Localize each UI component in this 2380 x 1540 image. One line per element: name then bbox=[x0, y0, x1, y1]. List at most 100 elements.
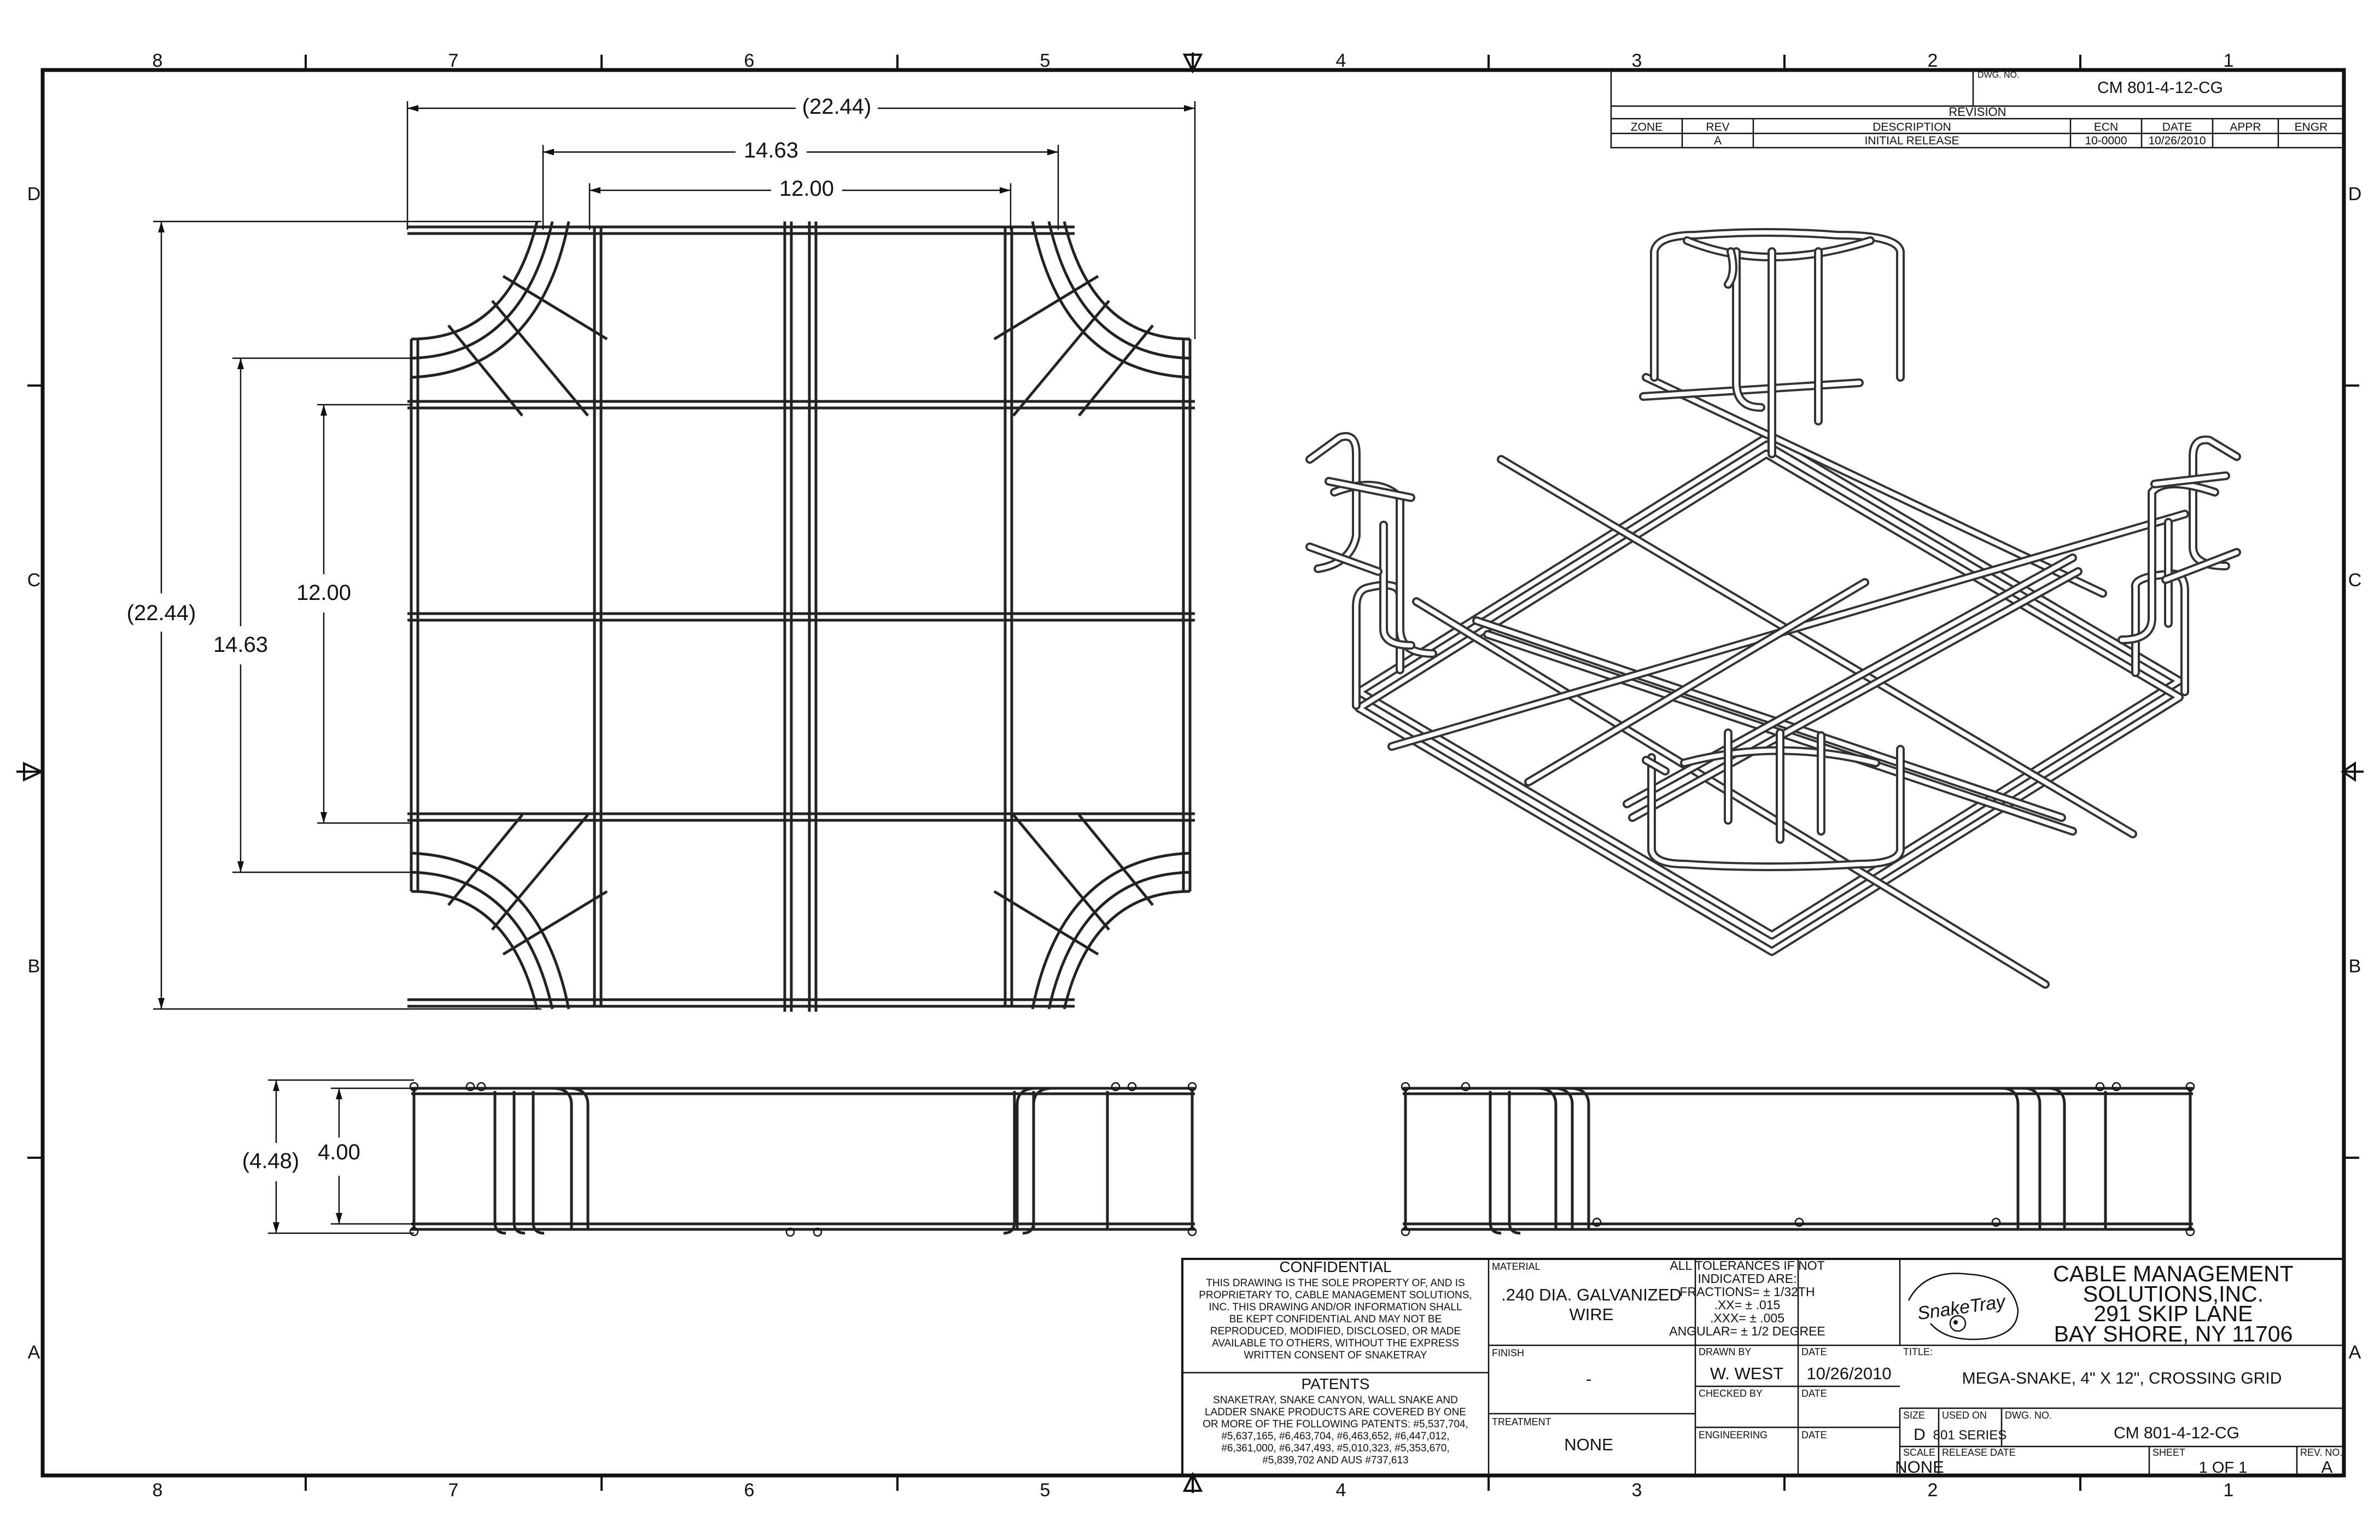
side-view-left: (4.48) 4.00 bbox=[242, 1079, 1197, 1237]
tolerance-line: .XX= ± .015 bbox=[1714, 1298, 1781, 1312]
dim-mid-height: 14.63 bbox=[213, 633, 268, 657]
dim-mid-width: 14.63 bbox=[744, 138, 798, 162]
zone-col-label: 6 bbox=[744, 1480, 755, 1501]
patents-line: OR MORE OF THE FOLLOWING PATENTS: #5,537… bbox=[1203, 1419, 1468, 1430]
confidential-line: INC. THIS DRAWING AND/OR INFORMATION SHA… bbox=[1209, 1302, 1462, 1313]
confidential-line: REPRODUCED, MODIFIED, DISCLOSED, OR MADE bbox=[1210, 1326, 1461, 1337]
tolerance-line: INDICATED ARE: bbox=[1698, 1271, 1796, 1286]
company-line: BAY SHORE, NY 11706 bbox=[2054, 1321, 2293, 1346]
dim-inner-width: 12.00 bbox=[779, 177, 834, 201]
scale-value: NONE bbox=[1895, 1457, 1944, 1477]
zone-col-label: 8 bbox=[153, 1480, 163, 1501]
dwg-no-label: DWG. NO. bbox=[2005, 1410, 2052, 1421]
confidential-line: WRITTEN CONSENT OF SNAKETRAY bbox=[1244, 1350, 1427, 1361]
confidential-line: PROPRIETARY TO, CABLE MANAGEMENT SOLUTIO… bbox=[1199, 1290, 1472, 1301]
release-date-label: RELEASE DATE bbox=[1942, 1447, 2016, 1458]
tolerance-line: ALL TOLERANCES IF NOT bbox=[1670, 1258, 1824, 1273]
zone-col-label: 3 bbox=[1632, 50, 1642, 71]
rev-dwg-no: CM 801-4-12-CG bbox=[2097, 79, 2223, 97]
tolerance-line: ANGULAR= ± 1/2 DEGREE bbox=[1669, 1324, 1825, 1338]
company-line: 291 SKIP LANE bbox=[2094, 1301, 2253, 1326]
dim-inner-height: 12.00 bbox=[296, 581, 351, 605]
zone-row-label: A bbox=[2349, 1342, 2361, 1363]
zone-col-label: 2 bbox=[1928, 1480, 1938, 1501]
size-value: D bbox=[1914, 1426, 1926, 1444]
finish-label: FINISH bbox=[1492, 1348, 1524, 1358]
dwg-no-value: CM 801-4-12-CG bbox=[2114, 1424, 2239, 1442]
drawn-by-label: DRAWN BY bbox=[1699, 1346, 1751, 1357]
zone-col-label: 8 bbox=[153, 50, 163, 71]
tolerances-note: ALL TOLERANCES IF NOT INDICATED ARE: FRA… bbox=[1669, 1258, 1825, 1338]
engineering-label: ENGINEERING bbox=[1699, 1430, 1768, 1440]
used-on-label: USED ON bbox=[1942, 1410, 1987, 1421]
finish-value: - bbox=[1586, 1369, 1591, 1389]
size-label: SIZE bbox=[1903, 1410, 1925, 1421]
zone-labels: 8 7 6 5 4 3 2 1 8 7 6 5 4 3 2 1 D C B A … bbox=[27, 50, 2362, 1501]
top-view: (22.44) 14.63 12.00 (22.44) 14.63 12.00 bbox=[127, 95, 1196, 1012]
company-line: SOLUTIONS,INC. bbox=[2083, 1281, 2264, 1306]
title-block: CONFIDENTIAL THIS DRAWING IS THE SOLE PR… bbox=[1181, 1258, 2345, 1477]
zone-col-label: 6 bbox=[744, 50, 755, 71]
rev-header-rev: REV bbox=[1706, 121, 1729, 133]
zone-col-label: 1 bbox=[2224, 1480, 2234, 1501]
drawn-by: W. WEST bbox=[1710, 1364, 1783, 1383]
zone-col-label: 1 bbox=[2224, 50, 2234, 71]
patents-line: SNAKETRAY, SNAKE CANYON, WALL SNAKE AND bbox=[1213, 1395, 1458, 1406]
rev-header-engr: ENGR bbox=[2295, 121, 2328, 133]
tolerance-line: .XXX= ± .005 bbox=[1710, 1311, 1784, 1325]
confidential-line: BE KEPT CONFIDENTIAL AND MAY NOT BE bbox=[1229, 1314, 1442, 1325]
patents-line: #5,839,702 AND AUS #737,613 bbox=[1262, 1455, 1408, 1466]
rev-cell-rev: A bbox=[1714, 135, 1722, 147]
zone-col-label: 7 bbox=[448, 50, 459, 71]
rev-dwg-no-label: DWG. NO. bbox=[1978, 71, 2019, 80]
dim-overall-width: (22.44) bbox=[802, 95, 872, 119]
rev-header-appr: APPR bbox=[2230, 121, 2261, 133]
rev-no-value: A bbox=[2321, 1457, 2333, 1477]
rev-no-label: REV. NO. bbox=[2300, 1447, 2342, 1458]
material-label: MATERIAL bbox=[1492, 1261, 1541, 1272]
engineering-date-label: DATE bbox=[1801, 1430, 1827, 1440]
used-on-value: 801 SERIES bbox=[1933, 1428, 2007, 1443]
zone-col-label: 7 bbox=[448, 1480, 459, 1501]
drawn-date: 10/26/2010 bbox=[1806, 1364, 1891, 1383]
patents-line: #6,361,000, #6,347,493, #5,010,323, #5,3… bbox=[1221, 1443, 1449, 1454]
rev-cell-description: INITIAL RELEASE bbox=[1864, 135, 1959, 147]
drawn-date-label: DATE bbox=[1801, 1346, 1827, 1357]
material-line-1: .240 DIA. GALVANIZED bbox=[1501, 1285, 1682, 1304]
sheet-value: 1 OF 1 bbox=[2199, 1459, 2248, 1477]
zone-col-label: 5 bbox=[1040, 50, 1051, 71]
zone-row-label: D bbox=[2348, 184, 2362, 205]
revision-title: REVISION bbox=[1949, 105, 2006, 119]
zone-col-label: 5 bbox=[1040, 1480, 1051, 1501]
checked-by-label: CHECKED BY bbox=[1699, 1388, 1763, 1399]
patents-title: PATENTS bbox=[1302, 1375, 1370, 1392]
patents-notice: SNAKETRAY, SNAKE CANYON, WALL SNAKE AND … bbox=[1203, 1395, 1468, 1466]
treatment-label: TREATMENT bbox=[1492, 1416, 1551, 1427]
confidential-line: AVAILABLE TO OTHERS, WITHOUT THE EXPRESS bbox=[1212, 1338, 1459, 1349]
scale-label: SCALE bbox=[1903, 1447, 1935, 1458]
zone-row-label: B bbox=[28, 956, 40, 977]
drawing-title: MEGA-SNAKE, 4" X 12", CROSSING GRID bbox=[1962, 1369, 2282, 1387]
zone-col-label: 2 bbox=[1928, 50, 1938, 71]
zone-col-label: 4 bbox=[1336, 1480, 1346, 1501]
zone-row-label: C bbox=[27, 570, 41, 591]
confidential-notice: THIS DRAWING IS THE SOLE PROPERTY OF, AN… bbox=[1199, 1278, 1472, 1361]
patents-line: #5,637,165, #6,463,704, #6,463,652, #6,4… bbox=[1221, 1431, 1449, 1442]
company-address: CABLE MANAGEMENT SOLUTIONS,INC. 291 SKIP… bbox=[2053, 1261, 2294, 1346]
rev-header-ecn: ECN bbox=[2094, 121, 2118, 133]
rev-header-description: DESCRIPTION bbox=[1872, 121, 1951, 133]
dim-side-overall: (4.48) bbox=[242, 1149, 300, 1173]
tolerance-line: FRACTIONS= ± 1/32TH bbox=[1679, 1285, 1815, 1299]
zone-col-label: 4 bbox=[1336, 50, 1346, 71]
material-line-2: WIRE bbox=[1570, 1305, 1614, 1324]
treatment-value: NONE bbox=[1564, 1435, 1613, 1454]
dim-side-height: 4.00 bbox=[318, 1140, 360, 1164]
patents-line: LADDER SNAKE PRODUCTS ARE COVERED BY ONE bbox=[1205, 1407, 1466, 1418]
checked-date-label: DATE bbox=[1801, 1388, 1827, 1399]
dim-overall-height: (22.44) bbox=[127, 601, 196, 625]
confidential-line: THIS DRAWING IS THE SOLE PROPERTY OF, AN… bbox=[1206, 1278, 1465, 1289]
zone-row-label: D bbox=[27, 184, 41, 205]
sheet-label: SHEET bbox=[2152, 1447, 2185, 1458]
zone-row-label: A bbox=[28, 1342, 40, 1363]
